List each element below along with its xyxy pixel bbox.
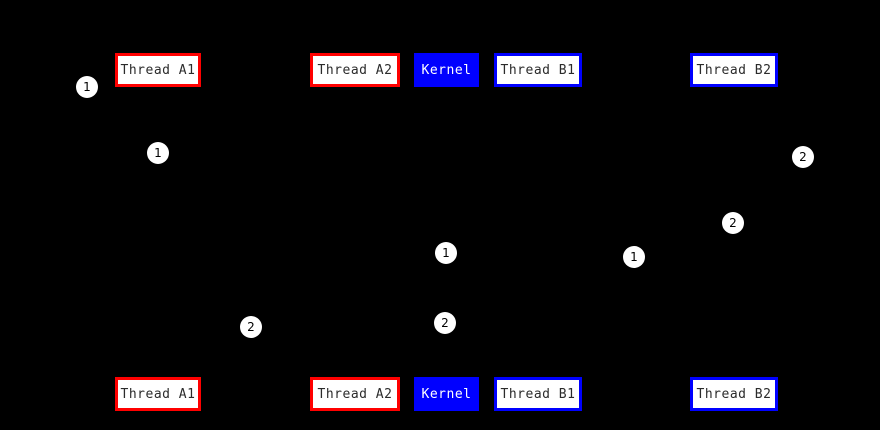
sequence-badge-badge-b: 1 [147, 142, 169, 164]
participant-thread-b2-bottom[interactable]: Thread B2 [690, 377, 778, 411]
lifeline-stub-bottom-kernel [445, 373, 447, 377]
participant-thread-a2-bottom[interactable]: Thread A2 [310, 377, 400, 411]
lifeline-thread-a1 [158, 87, 159, 377]
lifeline-thread-a2 [355, 87, 356, 377]
participant-label: Thread A2 [317, 62, 393, 78]
lifeline-stub-bottom-thread-b1 [537, 373, 539, 377]
lifeline-stub-bottom-thread-a2 [354, 373, 356, 377]
lifeline-stub-top-thread-a2 [354, 87, 356, 91]
lifeline-stub-top-thread-a1 [157, 87, 159, 91]
participant-label: Thread A2 [317, 386, 393, 402]
participant-kernel-bottom[interactable]: Kernel [414, 377, 479, 411]
lifeline-stub-top-thread-b1 [537, 87, 539, 91]
sequence-badge-badge-a: 1 [76, 76, 98, 98]
sequence-badge-badge-h: 2 [434, 312, 456, 334]
participant-thread-a2-top[interactable]: Thread A2 [310, 53, 400, 87]
lifeline-stub-bottom-thread-a1 [157, 373, 159, 377]
lifeline-stub-top-kernel [445, 87, 447, 91]
participant-thread-b1-top[interactable]: Thread B1 [494, 53, 582, 87]
sequence-badge-badge-d: 2 [722, 212, 744, 234]
lifeline-stub-bottom-thread-b2 [733, 373, 735, 377]
participant-thread-b2-top[interactable]: Thread B2 [690, 53, 778, 87]
participant-thread-b1-bottom[interactable]: Thread B1 [494, 377, 582, 411]
participant-label: Kernel [421, 62, 472, 78]
participant-label: Thread B2 [696, 386, 772, 402]
participant-label: Thread B1 [500, 62, 576, 78]
sequence-badge-badge-f: 1 [623, 246, 645, 268]
participant-thread-a1-top[interactable]: Thread A1 [115, 53, 201, 87]
lifeline-thread-b1 [538, 87, 539, 377]
participant-label: Kernel [421, 386, 472, 402]
participant-kernel-top[interactable]: Kernel [414, 53, 479, 87]
lifeline-stub-top-thread-b2 [733, 87, 735, 91]
sequence-badge-badge-c: 2 [792, 146, 814, 168]
sequence-badge-badge-e: 1 [435, 242, 457, 264]
participant-label: Thread A1 [120, 62, 196, 78]
participant-label: Thread A1 [120, 386, 196, 402]
participant-thread-a1-bottom[interactable]: Thread A1 [115, 377, 201, 411]
sequence-badge-badge-g: 2 [240, 316, 262, 338]
participant-label: Thread B1 [500, 386, 576, 402]
participant-label: Thread B2 [696, 62, 772, 78]
lifeline-kernel [446, 87, 447, 377]
